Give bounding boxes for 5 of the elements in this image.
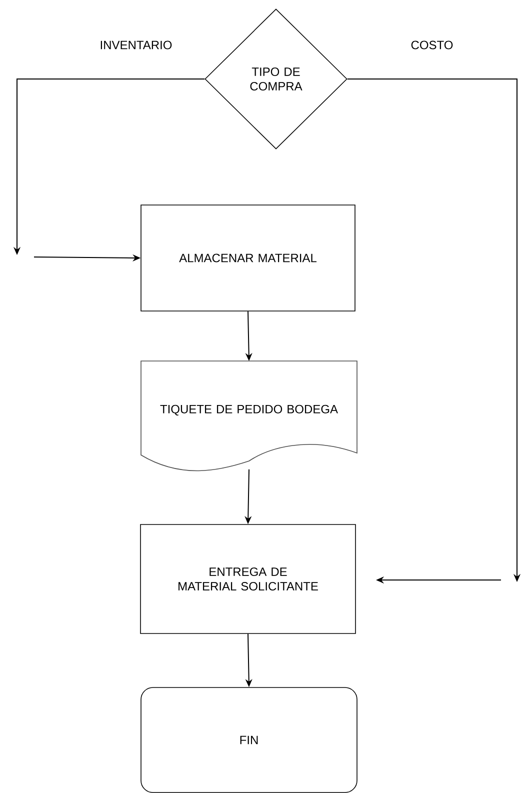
process-box: ENTREGA DE MATERIAL SOLICITANTE — [140, 524, 356, 634]
terminal-box: FIN — [140, 687, 358, 793]
edge-label: COSTO — [411, 40, 453, 50]
edge-label: INVENTARIO — [100, 40, 172, 50]
process-box: ALMACENAR MATERIAL — [140, 204, 356, 312]
